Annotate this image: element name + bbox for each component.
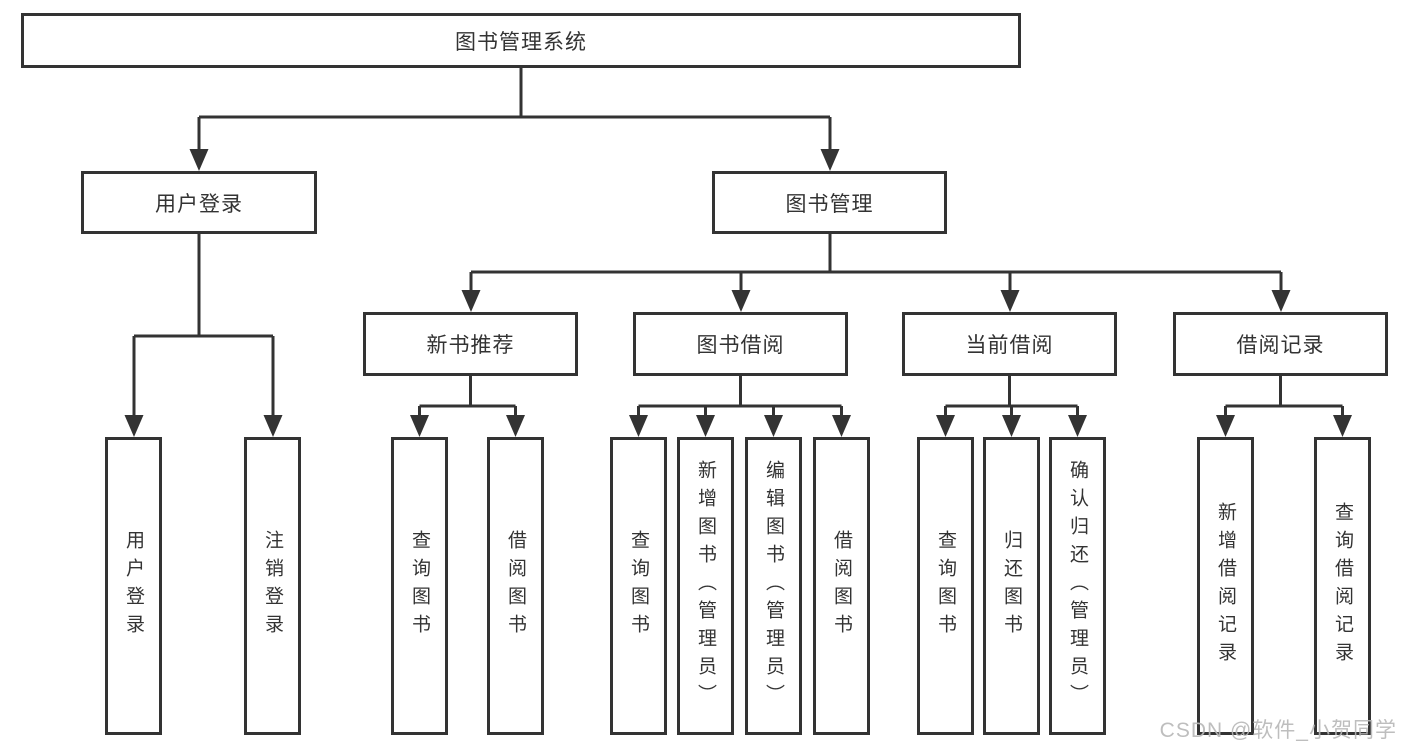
leaf-query-books-borrowing: 查询图书 [610, 437, 667, 735]
leaf-logout: 注销登录 [244, 437, 301, 735]
node-current-borrowing: 当前借阅 [902, 312, 1117, 376]
node-book-management: 图书管理 [712, 171, 947, 234]
arrowheads [124, 149, 1352, 437]
leaf-query-books-recommend: 查询图书 [391, 437, 448, 735]
leaf-return-books: 归还图书 [983, 437, 1040, 735]
leaf-user-login: 用户登录 [105, 437, 162, 735]
node-book-borrowing: 图书借阅 [633, 312, 848, 376]
leaf-borrow-books-recommend: 借阅图书 [487, 437, 544, 735]
leaf-query-books-current: 查询图书 [917, 437, 974, 735]
leaf-edit-books-admin: 编辑图书（管理员） [745, 437, 802, 735]
watermark-text: CSDN @软件_小贺同学 [1159, 719, 1397, 742]
leaf-add-books-admin: 新增图书（管理员） [677, 437, 734, 735]
node-user-login: 用户登录 [81, 171, 317, 234]
node-library-management-system: 图书管理系统 [21, 13, 1021, 68]
node-new-book-recommendation: 新书推荐 [363, 312, 578, 376]
leaf-borrow-books: 借阅图书 [813, 437, 870, 735]
leaf-add-borrow-record: 新增借阅记录 [1197, 437, 1254, 735]
leaf-query-borrow-record: 查询借阅记录 [1314, 437, 1371, 735]
leaf-confirm-return-admin: 确认归还（管理员） [1049, 437, 1106, 735]
node-borrowing-records: 借阅记录 [1173, 312, 1388, 376]
